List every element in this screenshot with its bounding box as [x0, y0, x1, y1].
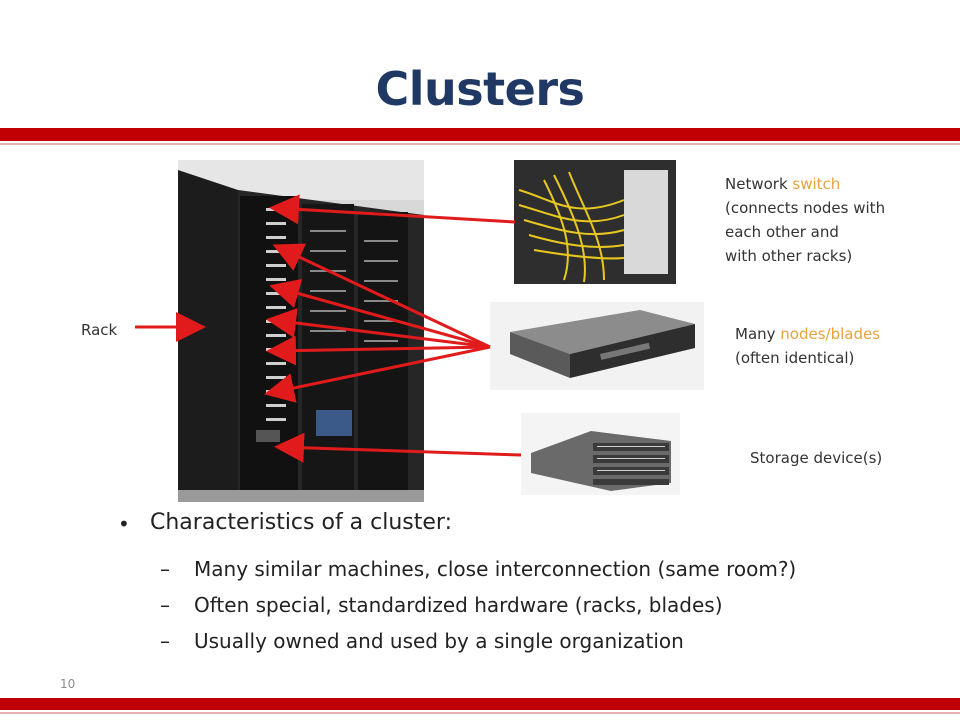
- storage-label: Storage device(s): [750, 449, 883, 467]
- switch-label-prefix: Network: [725, 175, 793, 193]
- network-switch-photo: [514, 160, 676, 284]
- switch-label-line4: with other racks): [725, 247, 853, 265]
- nodes-label-accent: nodes/blades: [780, 325, 881, 343]
- nodes-label-line2: (often identical): [735, 349, 855, 367]
- dash-glyph: –: [160, 593, 170, 617]
- switch-label-line3: each other and: [725, 223, 839, 241]
- switch-label-line2: (connects nodes with: [725, 199, 886, 217]
- footer-bar-shadow: [0, 712, 960, 714]
- nodes-label: Many nodes/blades (often identical): [735, 322, 880, 370]
- page-number: 10: [60, 677, 76, 691]
- sub-bullet-text: Often special, standardized hardware (ra…: [194, 593, 723, 617]
- dash-glyph: –: [160, 557, 170, 581]
- bullet-main-text: Characteristics of a cluster:: [150, 510, 452, 535]
- title-underline-bar: [0, 128, 960, 141]
- slide-title: Clusters: [375, 62, 585, 116]
- rack-label: Rack: [81, 321, 118, 339]
- bullet-glyph: •: [118, 512, 130, 536]
- switch-label: Network switch (connects nodes with each…: [725, 172, 885, 268]
- switch-label-accent: switch: [792, 175, 841, 193]
- nodes-label-prefix: Many: [735, 325, 781, 343]
- sub-bullet-text: Many similar machines, close interconnec…: [194, 557, 797, 581]
- storage-array-photo: [521, 413, 680, 495]
- server-rack-photo: [178, 160, 424, 502]
- footer-bar: [0, 698, 960, 710]
- dash-glyph: –: [160, 629, 170, 653]
- title-underline-shadow: [0, 143, 960, 145]
- blade-server-photo: [490, 302, 704, 390]
- sub-bullet-text: Usually owned and used by a single organ…: [194, 629, 684, 653]
